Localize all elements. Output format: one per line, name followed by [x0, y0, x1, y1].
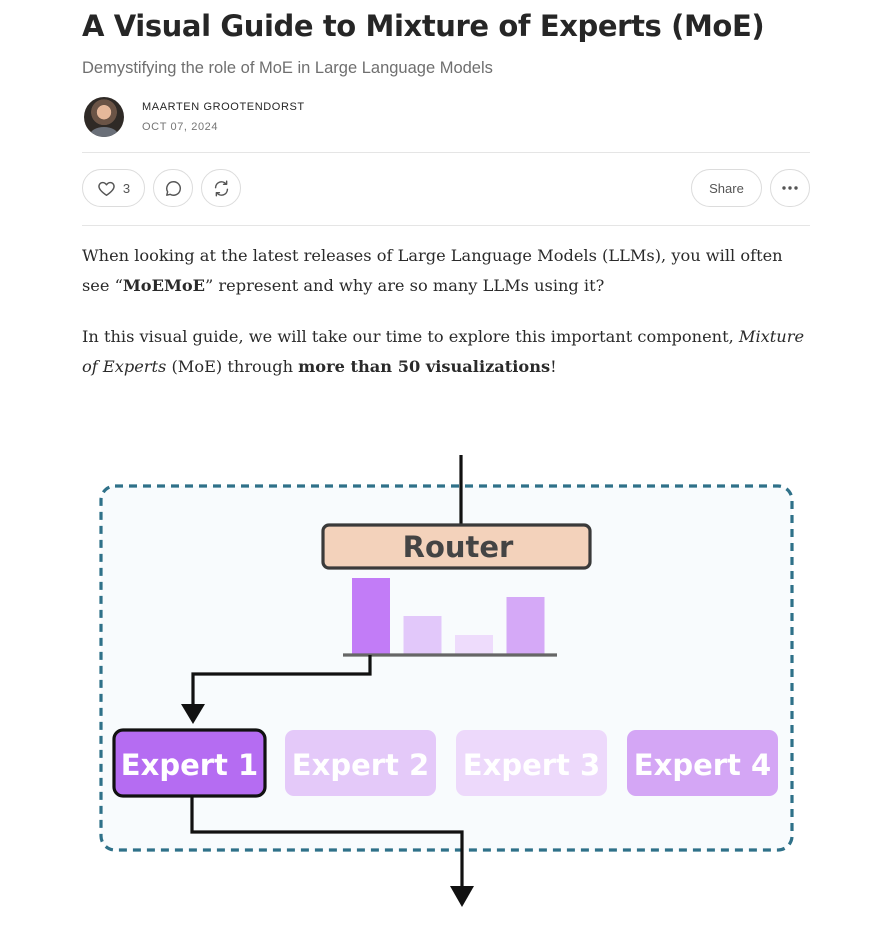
ellipsis-icon [781, 185, 799, 191]
action-bar: 3 Share [82, 169, 810, 209]
like-button[interactable]: 3 [82, 169, 145, 207]
paragraph-guide-tail: ! [550, 357, 557, 376]
expert-box-3 [456, 730, 607, 796]
moe-layer-container [99, 484, 794, 852]
byline-text: MAARTEN GROOTENDORST OCT 07, 2024 [142, 101, 305, 133]
divider-bottom [82, 225, 810, 226]
expert-label-1: Expert 1 [121, 748, 258, 782]
router-probability-bars [352, 578, 545, 654]
article-title: A Visual Guide to Mixture of Experts (Mo… [82, 9, 765, 43]
expert-label-4: Expert 4 [634, 748, 771, 782]
share-button[interactable]: Share [691, 169, 762, 207]
expert-label-2: Expert 2 [292, 748, 429, 782]
router-box [321, 523, 592, 570]
comment-icon [164, 179, 183, 198]
router-bar-3 [455, 635, 493, 654]
restack-icon [212, 179, 231, 198]
router-bar-2 [403, 616, 442, 654]
router-to-expert-line [191, 655, 372, 706]
like-count: 3 [122, 180, 131, 196]
paragraph-guide-mid: (MoE) through [166, 357, 299, 376]
expert-group: Expert 1 Expert 2 Expert 3 Expert 4 [112, 728, 778, 798]
author-name[interactable]: MAARTEN GROOTENDORST [142, 101, 305, 113]
expert-box-2 [285, 730, 436, 796]
heart-icon [97, 179, 116, 198]
restack-button[interactable] [201, 169, 241, 207]
router-label: Router [403, 530, 514, 564]
paragraph-intro-bold: MoEMoE [122, 276, 205, 295]
expert-box-4 [627, 730, 778, 796]
paragraph-guide-italic: Mixture of Experts [82, 327, 805, 376]
article-subtitle: Demystifying the role of MoE in Large La… [82, 59, 493, 77]
paragraph-guide: In this visual guide, we will take our t… [82, 322, 810, 382]
paragraph-intro-text: When looking at the latest releases of L… [82, 246, 783, 295]
expert-output-line [190, 796, 464, 888]
router-bar-1 [352, 578, 390, 654]
paragraph-intro: When looking at the latest releases of L… [82, 241, 810, 301]
expert-box-1 [112, 728, 267, 798]
paragraph-intro-tail: ” represent and why are so many LLMs usi… [205, 276, 605, 295]
router-bar-4 [506, 597, 545, 654]
paragraph-guide-text: In this visual guide, we will take our t… [82, 327, 739, 346]
byline: MAARTEN GROOTENDORST OCT 07, 2024 [84, 96, 305, 138]
arrow-down-icon [181, 704, 205, 724]
avatar[interactable] [84, 97, 124, 137]
paragraph-guide-bold: more than 50 visualizations [298, 357, 551, 376]
expert-label-3: Expert 3 [463, 748, 600, 782]
output-arrow-icon [450, 886, 474, 907]
publish-date: OCT 07, 2024 [142, 121, 219, 133]
comment-button[interactable] [153, 169, 193, 207]
more-options-button[interactable] [770, 169, 810, 207]
divider-top [82, 152, 810, 153]
